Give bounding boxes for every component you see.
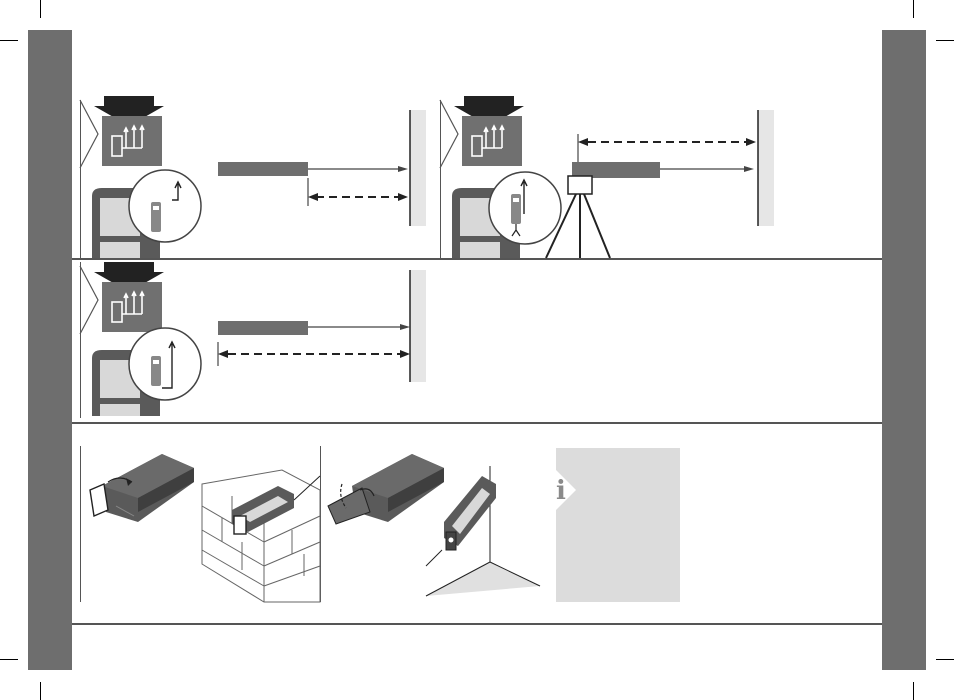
front-reference-icon bbox=[102, 282, 162, 332]
crop-mark bbox=[0, 659, 18, 660]
info-glyph: i bbox=[550, 476, 572, 506]
tripod-head bbox=[568, 176, 592, 194]
bracket bbox=[80, 100, 98, 168]
crop-mark bbox=[913, 0, 914, 18]
crop-mark bbox=[936, 659, 954, 660]
crop-mark bbox=[0, 40, 18, 41]
laser-device bbox=[218, 162, 308, 176]
magnifier bbox=[129, 170, 201, 242]
brick-wall bbox=[202, 470, 320, 602]
end-piece-in-corner-panel bbox=[322, 446, 548, 602]
laser-device bbox=[218, 321, 308, 335]
crop-mark bbox=[936, 40, 954, 41]
tripod-reference-icon bbox=[462, 116, 522, 166]
section-divider bbox=[72, 623, 882, 625]
crop-mark bbox=[40, 682, 41, 700]
crop-mark bbox=[40, 0, 41, 18]
right-sidebar bbox=[882, 30, 926, 670]
rear-reference-icon bbox=[102, 116, 162, 166]
section-divider bbox=[72, 422, 882, 424]
end-piece-on-edge-panel bbox=[82, 446, 320, 602]
wall bbox=[410, 110, 426, 226]
end-piece-icon bbox=[328, 488, 370, 524]
measure-from-front-edge-panel bbox=[80, 96, 440, 258]
measure-from-rear-edge-panel bbox=[80, 260, 440, 420]
panel-divider bbox=[80, 446, 81, 602]
crop-mark bbox=[913, 682, 914, 700]
corner-icon bbox=[426, 562, 540, 596]
magnifier bbox=[129, 328, 201, 400]
left-sidebar bbox=[28, 30, 72, 670]
end-piece-icon bbox=[90, 484, 108, 516]
measure-from-tripod-thread-panel bbox=[440, 96, 880, 258]
